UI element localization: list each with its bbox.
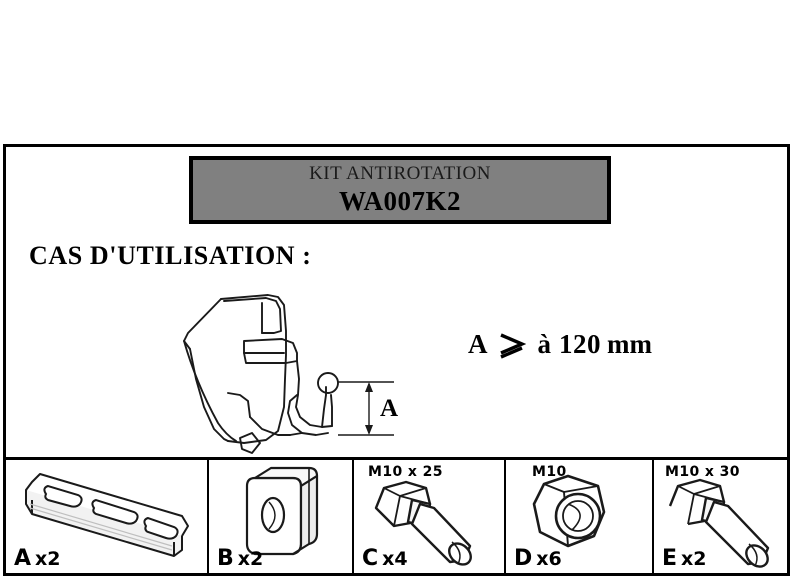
part-ref-d: D [514, 546, 533, 571]
part-count-a: x2 [35, 548, 61, 570]
spec-unit: mm [607, 329, 652, 359]
part-ref-b: B [217, 546, 234, 571]
instruction-sheet-frame: KIT ANTIROTATION WA007K2 CAS D'UTILISATI… [3, 144, 790, 576]
minimum-dimension-note: A à 120 mm [468, 329, 652, 360]
section-heading: CAS D'UTILISATION : [29, 241, 312, 270]
part-ref-e: E [662, 546, 678, 571]
part-ref-c: C [362, 546, 379, 571]
greater-than-or-equal-icon [496, 331, 526, 361]
part-ref-a: A [14, 546, 32, 571]
spec-value: 120 [559, 329, 601, 359]
part-count-b: x2 [237, 548, 264, 570]
part-spec-d: M10 [532, 464, 567, 480]
part-spec-c: M10 x 25 [368, 464, 443, 480]
kit-name-text: KIT ANTIROTATION [309, 163, 491, 185]
part-count-c: x4 [382, 548, 408, 570]
part-count-e: x2 [681, 548, 707, 570]
kit-reference-text: WA007K2 [338, 186, 461, 217]
vehicle-towbar-illustration: A [166, 283, 406, 458]
part-spec-e: M10 x 30 [665, 464, 740, 480]
part-count-d: x6 [536, 548, 562, 570]
kit-title-plate: KIT ANTIROTATION WA007K2 [189, 156, 611, 224]
part-cell-c: M10 x 25 [352, 460, 504, 576]
spec-preposition: à [537, 329, 552, 359]
spec-symbol-a: A [468, 329, 488, 359]
dimension-a-label: A [380, 395, 398, 422]
